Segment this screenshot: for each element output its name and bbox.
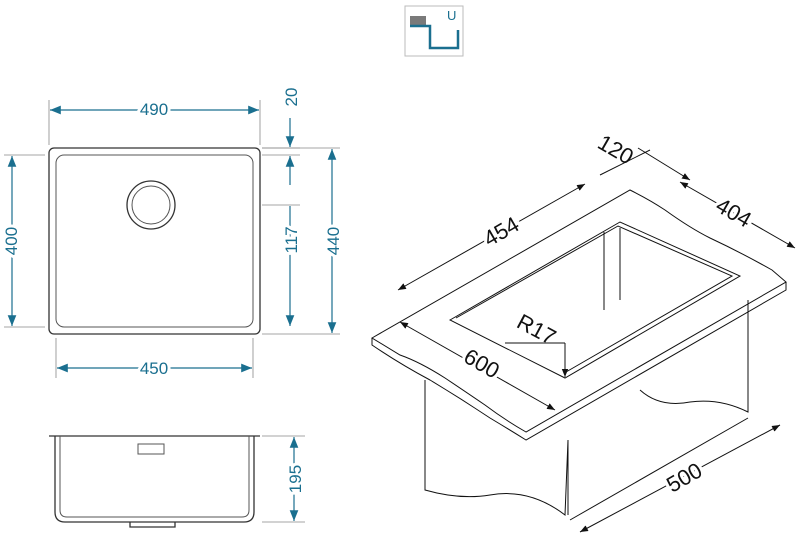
dim-outer-width-label: 490 <box>140 100 168 119</box>
bowl-section <box>54 436 255 523</box>
cabinet <box>424 380 569 516</box>
dim-length-label: 454 <box>479 211 523 251</box>
dim-outer-height-label: 440 <box>324 227 343 255</box>
drain-outer <box>126 180 176 230</box>
dim-inner-width-label: 450 <box>140 359 168 378</box>
dim-drain-offset-label: 117 <box>282 226 301 253</box>
isometric-view: 120 404 454 R17 600 500 <box>371 129 796 533</box>
dim-side-label: 404 <box>712 192 756 232</box>
sink-bowl <box>55 154 254 328</box>
undermount-icon: U <box>404 5 464 57</box>
dim-rim-label: 20 <box>282 88 301 107</box>
top-view: 490 450 400 20 117 440 <box>0 88 346 381</box>
dim-inner-height-label: 400 <box>2 227 21 255</box>
side-view: 195 <box>49 435 308 528</box>
countertop <box>371 189 787 433</box>
mount-type-label: U <box>447 8 456 23</box>
drain-inner <box>131 185 171 225</box>
dim-back-label: 120 <box>594 129 638 169</box>
dim-depth-label: 195 <box>286 465 305 493</box>
radius-label: R17 <box>513 309 560 350</box>
sink-outer-rim <box>48 147 261 335</box>
